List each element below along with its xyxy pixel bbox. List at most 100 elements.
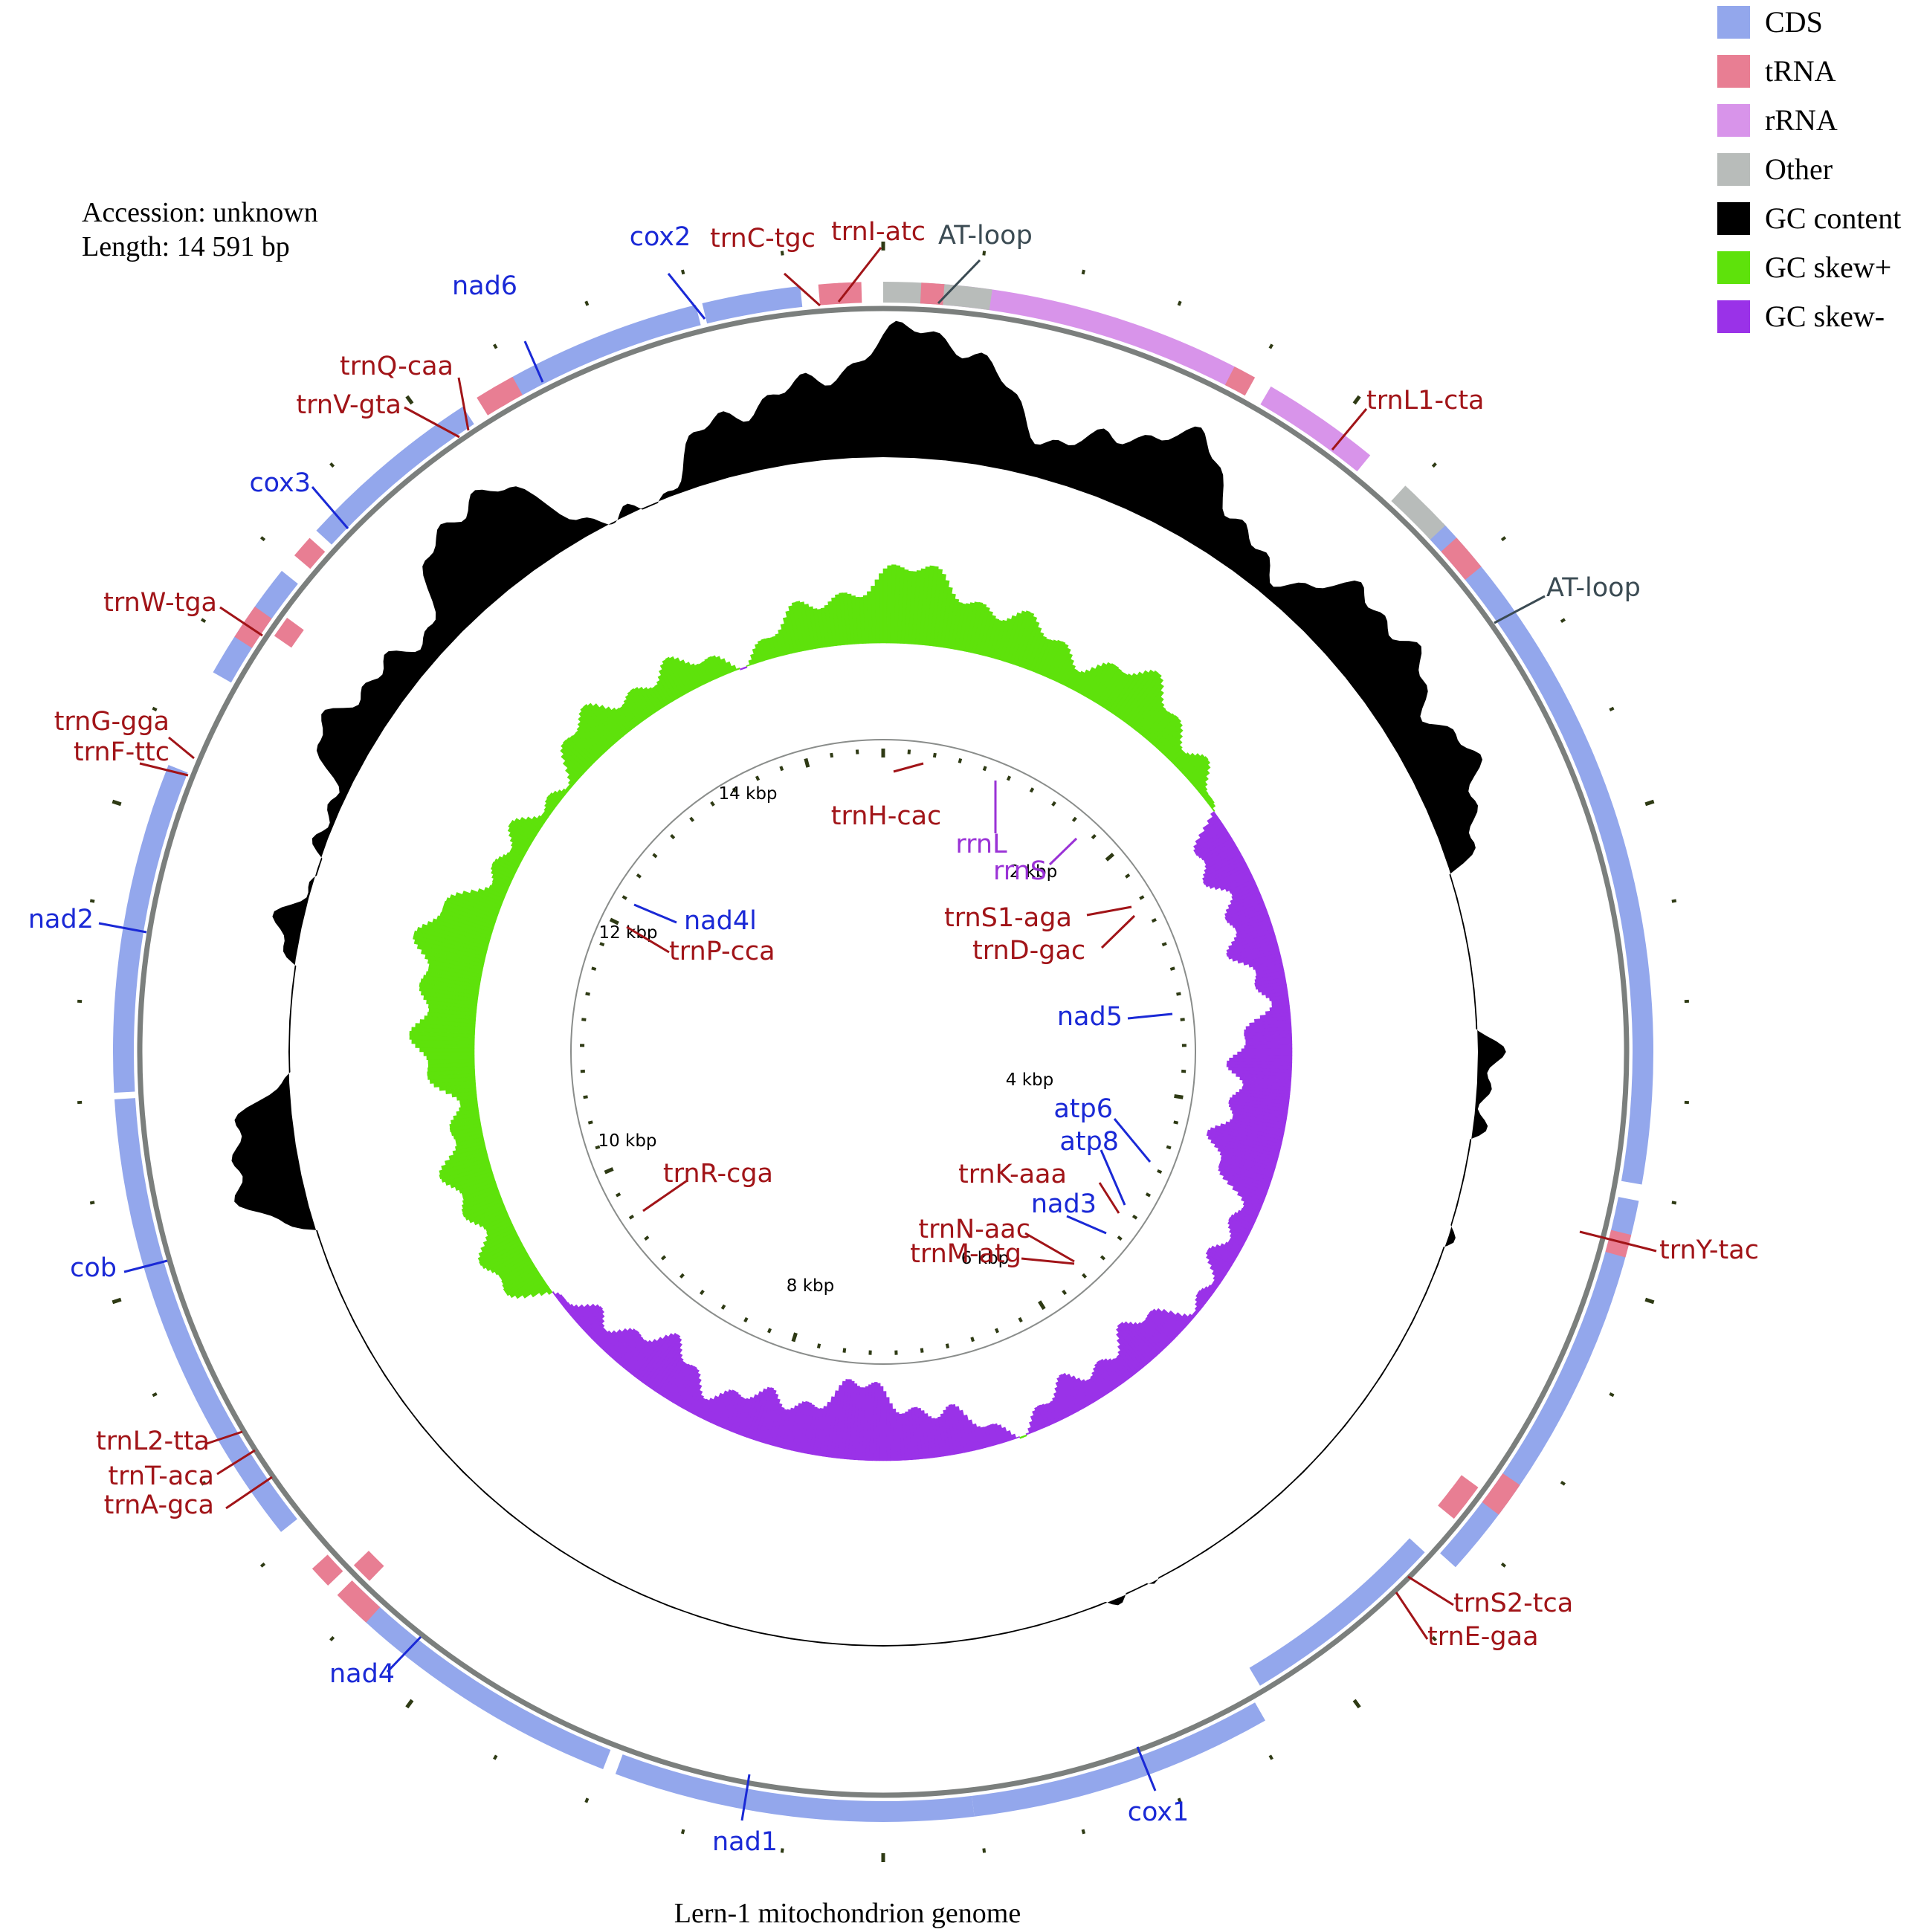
trna-feature [1605,1230,1632,1258]
outer-tick [1609,706,1615,711]
inner-tick [958,758,963,763]
leader-line-cob [123,1259,168,1273]
outer-tick [493,343,498,349]
gc-skew-bin [1228,1100,1288,1113]
gc-skew-bin [1055,1381,1076,1415]
inner-tick [1100,1255,1106,1261]
gc-skew-bin [697,1398,710,1418]
inner-tick [1180,1018,1185,1021]
gc-skew-bin [1210,1140,1279,1162]
inner-tick [1174,1093,1184,1099]
label-cob: cob [70,1253,117,1283]
rrna-feature [941,284,1244,390]
outer-tick [1560,618,1566,623]
gc-skew-bin [713,1389,733,1426]
outer-tick [1431,1635,1437,1642]
tick-label: 4 kbp [1006,1070,1053,1090]
inner-tick [932,752,937,758]
inner-tick [755,775,761,781]
gc-skew-bin [1145,1316,1173,1344]
outer-tick [584,300,590,306]
inner-tick [830,752,834,758]
gc-skew-bin [1231,1070,1292,1077]
gc-skew-bin [601,1329,623,1351]
gc-skew-bin [1255,980,1287,990]
label-nad2: nad2 [28,905,94,934]
inner-tick [1145,1192,1151,1198]
accession-line: Accession: unknown [82,197,318,228]
inner-tick [720,1304,726,1310]
gc-skew-bin [1227,1220,1251,1235]
length-value: 14 591 bp [177,231,290,262]
gc-skew-bin [902,1413,908,1461]
gene-labels: AT-looptrnL1-ctaAT-looptrnY-tactrnS2-tca… [28,217,1759,1857]
gc-skew-bin [1034,1406,1047,1429]
inner-tick [1166,1145,1172,1150]
inner-tick [595,1145,601,1150]
label-trne-gaa: trnE-gaa [1427,1622,1539,1652]
legend-swatch [1717,6,1750,39]
gc-skew-bin [1096,1360,1118,1389]
gc-skew-bin [1218,1167,1271,1189]
gc-skew-bin [596,1330,612,1347]
label-cox3: cox3 [249,468,311,498]
outer-tick [680,1829,685,1835]
gc-skew-bin [1231,1110,1287,1123]
gc-skew-bin [787,1403,803,1451]
gc-skew-bin [642,1334,681,1386]
map-title: Lern-1 mitochondrion genome [674,1898,1021,1929]
gc-skew-bin [784,1405,798,1450]
outer-tick [200,618,207,623]
outer-tick [259,1562,266,1568]
label-nad6: nad6 [452,271,517,301]
gc-skew-bin [1092,1366,1112,1394]
outer-tick [1644,1297,1655,1305]
gc-skew-bin [1224,902,1265,921]
rrna-feature [1260,386,1371,472]
gc-skew-bin [1146,1313,1175,1342]
inner-tick [710,801,715,807]
leader-line-nad5 [1127,1012,1173,1020]
trna-feature [818,282,843,306]
legend-label: tRNA [1765,54,1836,88]
gc-skew-bin [948,1404,962,1455]
cds-feature [615,1754,975,1822]
label-trnl1-cta: trnL1-cta [1366,386,1485,416]
gc-skew-bin [569,1304,585,1318]
legend-label: GC content [1765,201,1901,235]
gc-skew-bin [1269,995,1289,1001]
gc-skew-bin [1195,1296,1206,1307]
leader-line-nad1 [740,1774,751,1821]
gc-skew-bin [625,1340,653,1372]
inner-tick [1091,834,1097,840]
gc-skew-bin [940,1413,952,1456]
inner-circle [570,739,1196,1365]
outer-tick [405,395,414,405]
gc-skew-bin [1117,1354,1136,1377]
leader-line-cox1 [1136,1746,1157,1792]
cds-feature [511,305,701,396]
inner-tick [604,1167,614,1175]
trna-feature [353,1551,384,1581]
outer-tick [1644,799,1655,807]
outer-tick [1500,536,1507,542]
inner-tick [732,787,737,793]
gc-skew-bin [630,1337,663,1377]
gc-skew-bin [1226,1063,1292,1070]
gc-skew-bin [1209,865,1250,889]
outer-tick [329,462,335,468]
gc-skew-bin [1207,1135,1279,1158]
outer-tick [89,899,95,903]
leader-line-trnp-cca [626,925,670,954]
gc-skew-bin [1032,1409,1044,1430]
length-line: Length: 14 591 bp [82,231,290,262]
gc-skew-bin [1241,1196,1263,1209]
gc-skew-bin [554,1292,561,1299]
gc-skew-bin [716,1389,736,1427]
gc-skew-bin [578,1306,604,1328]
inner-tick [1006,775,1012,781]
label-nad3: nad3 [1031,1189,1097,1219]
gc-skew-bin [1220,1154,1275,1175]
trna-feature [1224,366,1256,396]
